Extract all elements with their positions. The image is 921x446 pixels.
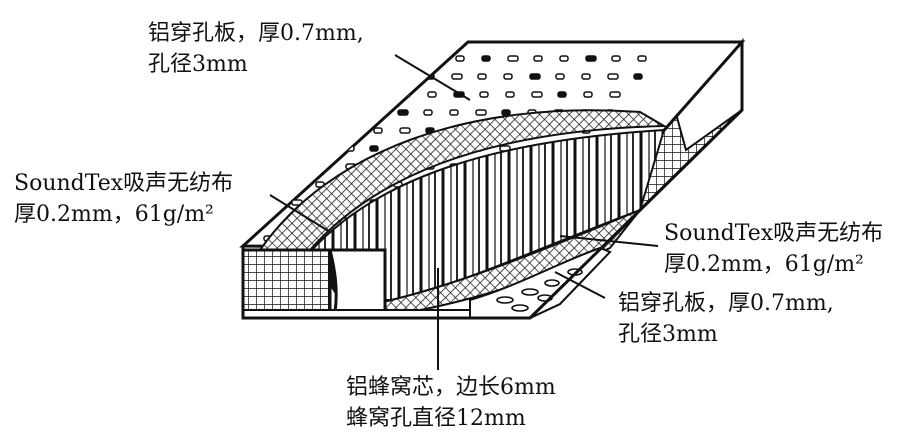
perforation-hole	[321, 127, 333, 134]
label-upper-nonwoven: SoundTex吸声无纺布 厚0.2mm，61g/m²	[14, 168, 233, 230]
label-lower-nonwoven-line2: 厚0.2mm，61g/m²	[664, 252, 864, 277]
perforation-hole	[160, 236, 170, 241]
perforation-hole	[531, 91, 543, 98]
label-bottom-perforated-plate-line1: 铝穿孔板，厚0.7mm,	[618, 291, 834, 316]
perforation-hole	[291, 145, 301, 152]
perforation-hole	[212, 236, 220, 241]
perforation-hole	[243, 217, 247, 224]
perforation-hole	[529, 73, 541, 80]
label-honeycomb-core-line2: 蜂窝孔直径12mm	[346, 406, 526, 431]
perforation-hole	[265, 199, 275, 206]
perforation-hole	[295, 127, 305, 134]
perforation-hole	[423, 109, 433, 116]
label-top-perforated-plate-line2: 孔径3mm	[148, 52, 248, 77]
label-honeycomb-core-line1: 铝蜂窝芯，边长6mm	[346, 375, 556, 400]
perforation-hole	[429, 55, 441, 62]
perforation-hole	[345, 109, 355, 116]
bottom-perforated-plate	[469, 246, 612, 319]
perforation-hole	[243, 145, 249, 152]
perforation-hole	[449, 109, 459, 116]
perforation-hole	[293, 163, 303, 170]
perforation-hole	[289, 181, 301, 188]
perforation-hole	[399, 73, 409, 80]
perforation-hole	[611, 55, 621, 62]
perforation-hole	[477, 73, 487, 80]
perforation-hole	[397, 109, 409, 116]
perforation-hole	[243, 127, 255, 134]
perforation-hole	[267, 163, 279, 170]
perforation-hole	[293, 109, 303, 116]
perforation-hole	[375, 91, 387, 98]
leader-lower-nonwoven	[559, 235, 659, 247]
perforation-hole	[559, 55, 569, 62]
perforation-hole	[347, 127, 357, 134]
perforation-hole	[585, 55, 597, 62]
label-top-perforated-plate: 铝穿孔板，厚0.7mm, 孔径3mm	[148, 18, 364, 80]
perforation-hole	[637, 55, 647, 62]
perforation-hole	[609, 91, 621, 98]
label-bottom-perforated-plate: 铝穿孔板，厚0.7mm, 孔径3mm	[618, 288, 834, 350]
perforation-hole	[373, 127, 383, 134]
perforation-hole	[317, 145, 327, 152]
perforation-hole	[427, 91, 437, 98]
perforation-hole	[481, 55, 491, 62]
perforation-hole	[399, 127, 411, 134]
perforation-hole	[607, 73, 619, 80]
leader-upper-nonwoven	[269, 194, 331, 233]
perforation-hole	[501, 109, 511, 116]
perforation-hole	[265, 145, 277, 152]
label-upper-nonwoven-line2: 厚0.2mm，61g/m²	[14, 202, 214, 227]
perforation-hole	[479, 91, 489, 98]
perforation-hole	[263, 181, 273, 188]
perforation-hole	[581, 73, 591, 80]
perforation-hole	[377, 55, 387, 62]
perforation-hole	[243, 181, 247, 188]
leader-lines	[269, 54, 659, 370]
front-opening	[328, 248, 387, 314]
perforation-hole	[186, 236, 194, 241]
perforation-hole	[503, 73, 513, 80]
perforation-hole	[373, 73, 385, 80]
perforation-hole	[583, 91, 593, 98]
perforation-hole	[533, 55, 543, 62]
label-lower-nonwoven-line1: SoundTex吸声无纺布	[664, 221, 884, 246]
perforation-hole	[369, 145, 379, 152]
front-face-grid	[241, 248, 332, 320]
perforation-hole	[475, 109, 487, 116]
perforation-hole	[633, 73, 643, 80]
perforation-hole	[243, 163, 251, 170]
perforation-hole	[297, 91, 309, 98]
leader-top-plate	[394, 54, 471, 101]
label-upper-nonwoven-line1: SoundTex吸声无纺布	[14, 171, 234, 196]
label-bottom-perforated-plate-line2: 孔径3mm	[618, 322, 718, 347]
perforation-hole	[243, 199, 249, 206]
perforation-hole	[323, 91, 333, 98]
perforation-hole	[555, 73, 565, 80]
perforation-hole	[451, 73, 463, 80]
perforation-hole	[271, 91, 281, 98]
perforation-hole	[557, 91, 567, 98]
label-honeycomb-core: 铝蜂窝芯，边长6mm 蜂窝孔直径12mm	[346, 372, 556, 434]
perforation-hole	[269, 127, 279, 134]
perforation-hole	[455, 55, 465, 62]
perforation-hole	[507, 55, 519, 62]
perforation-hole	[349, 91, 359, 98]
perforation-hole	[371, 109, 381, 116]
label-top-perforated-plate-line1: 铝穿孔板，厚0.7mm,	[148, 21, 364, 46]
leader-bottom-plate	[554, 271, 606, 299]
label-lower-nonwoven: SoundTex吸声无纺布 厚0.2mm，61g/m²	[664, 218, 883, 280]
perforation-hole	[505, 91, 515, 98]
upper-nonwoven-layer	[258, 109, 668, 251]
perforation-hole	[319, 109, 331, 116]
perforation-hole	[267, 109, 277, 116]
perforation-hole	[243, 235, 249, 242]
